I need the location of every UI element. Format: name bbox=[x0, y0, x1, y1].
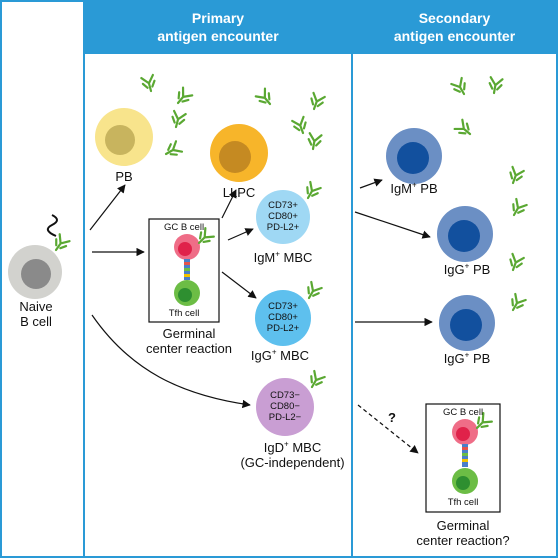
igd-mbc-label-main: IgD bbox=[263, 440, 285, 455]
secondary-header-line2: antigen encounter bbox=[393, 28, 516, 44]
llpc-cell bbox=[210, 124, 268, 182]
igd-mbc-label-line2: (GC-independent) bbox=[240, 455, 345, 470]
igd-mbc-label: IgD+ MBC (GC-independent) bbox=[235, 440, 350, 470]
igd-mbc-marker-pdl2: PD-L2− bbox=[268, 412, 302, 423]
igd-mbc-marker-cd73: CD73− bbox=[270, 390, 300, 401]
uncertain-question-mark: ? bbox=[388, 410, 396, 425]
secondary-header: Secondary antigen encounter bbox=[353, 0, 556, 54]
llpc-label: LLPC bbox=[222, 185, 256, 200]
secondary-igm-pb-label-sup: + bbox=[412, 180, 417, 190]
secondary-gc-caption: Germinal center reaction? bbox=[408, 518, 518, 548]
igm-mbc-label-sup: + bbox=[275, 249, 280, 259]
primary-tfh-cell-label: Tfh cell bbox=[168, 308, 200, 319]
secondary-header-line1: Secondary bbox=[418, 10, 491, 26]
secondary-igg-pb-label-1-tail: PB bbox=[469, 262, 491, 277]
secondary-gc-caption-line2: center reaction? bbox=[416, 533, 510, 548]
igd-mbc-cell bbox=[256, 369, 326, 436]
secondary-igg-pb-label-2-tail: PB bbox=[469, 351, 491, 366]
secondary-igm-pb-cell bbox=[386, 128, 442, 184]
igg-mbc-cell bbox=[255, 280, 323, 346]
igg-mbc-marker-cd73: CD73+ bbox=[268, 301, 298, 312]
secondary-igm-pb-label-tail: PB bbox=[416, 181, 438, 196]
secondary-igg-pb-label-2: IgG+ PB bbox=[437, 351, 497, 366]
igg-mbc-label-tail: MBC bbox=[276, 348, 310, 363]
secondary-igg-pb-cell-1 bbox=[437, 206, 493, 262]
arrows bbox=[89, 178, 433, 454]
igg-mbc-marker-pdl2: PD-L2+ bbox=[266, 323, 300, 334]
igd-mbc-label-sup: + bbox=[284, 439, 289, 449]
primary-gc-caption: Germinal center reaction bbox=[139, 326, 239, 356]
primary-gc-b-cell-label: GC B cell bbox=[163, 222, 205, 233]
igm-mbc-label: IgM+ MBC bbox=[243, 250, 323, 265]
igg-mbc-markers: CD73+ CD80+ PD-L2+ bbox=[258, 301, 308, 334]
igd-mbc-marker-cd80: CD80− bbox=[270, 401, 300, 412]
primary-header-line2: antigen encounter bbox=[157, 28, 279, 44]
secondary-igg-pb-label-2-main: IgG bbox=[443, 351, 465, 366]
secondary-igm-pb-label: IgM+ PB bbox=[384, 181, 444, 196]
pb-cell bbox=[95, 108, 153, 166]
igm-mbc-marker-cd73: CD73+ bbox=[268, 200, 298, 211]
secondary-igg-pb-label-1-sup: + bbox=[464, 261, 470, 271]
secondary-igg-pb-label-1-main: IgG bbox=[443, 262, 465, 277]
igg-mbc-label-sup: + bbox=[271, 347, 277, 357]
naive-b-cell-label: Naive B cell bbox=[12, 299, 60, 329]
igg-mbc-label-main: IgG bbox=[250, 348, 272, 363]
secondary-gc-b-cell-label: GC B cell bbox=[442, 407, 484, 418]
igm-mbc-label-main: IgM bbox=[253, 250, 276, 265]
igd-mbc-label-tail: MBC bbox=[288, 440, 322, 455]
secondary-gc-caption-line1: Germinal bbox=[436, 518, 490, 533]
igm-mbc-markers: CD73+ CD80+ PD-L2+ bbox=[258, 200, 308, 233]
primary-header: Primary antigen encounter bbox=[85, 0, 351, 54]
igm-mbc-label-tail: MBC bbox=[279, 250, 313, 265]
primary-gc-caption-line2: center reaction bbox=[146, 341, 232, 356]
igm-mbc-marker-cd80: CD80+ bbox=[268, 211, 298, 222]
secondary-igg-pb-label-2-sup: + bbox=[464, 350, 470, 360]
secondary-igm-pb-label-main: IgM bbox=[390, 181, 413, 196]
primary-gc-caption-line1: Germinal bbox=[162, 326, 216, 341]
igm-mbc-cell bbox=[256, 180, 322, 244]
naive-label-line2: B cell bbox=[20, 314, 52, 329]
naive-b-cell bbox=[8, 214, 71, 299]
primary-header-line1: Primary bbox=[191, 10, 245, 26]
igg-mbc-marker-cd80: CD80+ bbox=[268, 312, 298, 323]
primary-gc-box bbox=[148, 218, 220, 323]
igd-mbc-markers: CD73− CD80− PD-L2− bbox=[260, 390, 310, 423]
secondary-tfh-cell-label: Tfh cell bbox=[447, 497, 479, 508]
secondary-gc-box bbox=[425, 403, 501, 513]
igm-mbc-marker-pdl2: PD-L2+ bbox=[266, 222, 300, 233]
pb-label: PB bbox=[115, 169, 133, 184]
secondary-igg-pb-cell-2 bbox=[439, 295, 495, 351]
igg-mbc-label: IgG+ MBC bbox=[240, 348, 320, 363]
secondary-igg-pb-label-1: IgG+ PB bbox=[437, 262, 497, 277]
naive-label-line1: Naive bbox=[19, 299, 53, 314]
